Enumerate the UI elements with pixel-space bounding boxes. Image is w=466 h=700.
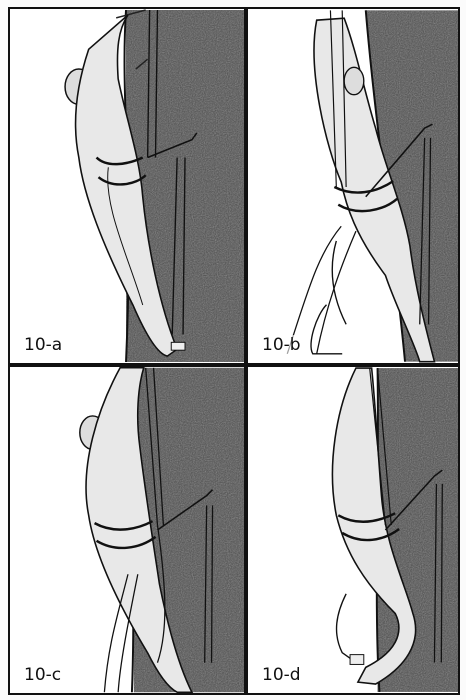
panel-label-10c: 10-c — [22, 665, 63, 685]
climber-illustration-10b — [248, 9, 458, 363]
panel-10d: 10-d — [246, 365, 460, 695]
panel-label-10b: 10-b — [260, 335, 303, 355]
climber-illustration-10c — [10, 367, 244, 693]
climber-illustration-10d — [248, 367, 458, 693]
panel-10a: 10-a — [8, 7, 246, 365]
panel-10c: 10-c — [8, 365, 246, 695]
panel-label-10a: 10-a — [22, 335, 64, 355]
climber-illustration-10a — [10, 9, 244, 363]
panel-label-10d: 10-d — [260, 665, 303, 685]
panel-10b: 10-b — [246, 7, 460, 365]
